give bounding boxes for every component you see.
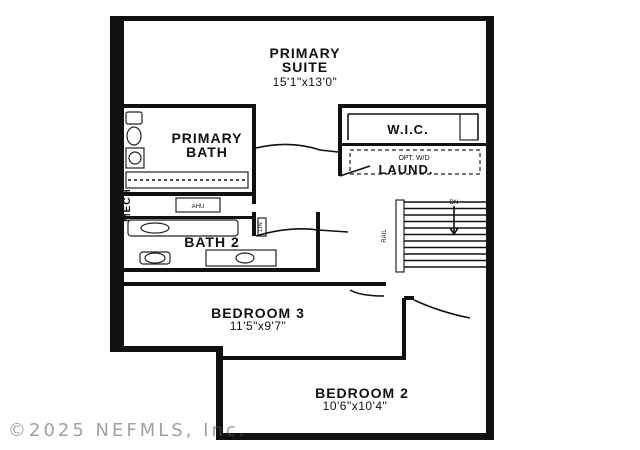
wic-label: W.I.C. <box>387 122 428 137</box>
interior-walls <box>120 104 486 360</box>
bedroom3-dims: 11'5"x9'7" <box>230 319 287 333</box>
primary-bath-fixtures <box>125 111 249 189</box>
primary-bath-label-1: PRIMARY <box>171 130 242 146</box>
bedroom2-label: BEDROOM 2 <box>315 385 409 401</box>
exterior-walls <box>110 16 494 440</box>
primary-bath-label-2: BATH <box>186 144 228 160</box>
lin-label: LIN <box>258 222 264 231</box>
bath2-label: BATH 2 <box>184 234 240 250</box>
ahu-label: AHU <box>192 204 205 210</box>
mech-fixtures <box>175 197 221 213</box>
primary-suite-dims: 15'1"x13'0" <box>273 75 338 89</box>
stairs <box>395 199 486 273</box>
laund-note: OPT. W/D <box>398 155 429 162</box>
bath2-fixtures <box>127 217 277 267</box>
doors <box>255 143 471 319</box>
laund-label: LAUND. <box>378 162 433 177</box>
bedroom2-dims: 10'6"x10'4" <box>323 399 388 413</box>
wic-shelves <box>347 113 479 141</box>
stairs-rail-label: RAIL <box>382 229 388 243</box>
bedroom3-label: BEDROOM 3 <box>211 305 305 321</box>
primary-suite-label-2: SUITE <box>282 59 328 75</box>
laundry-fixtures <box>349 149 481 175</box>
mech-label: MECH <box>122 188 133 221</box>
watermark: ©2025 NEFMLS, Inc. <box>8 420 247 441</box>
primary-suite-label-1: PRIMARY <box>269 45 340 61</box>
stairs-direction-label: DN <box>450 200 459 206</box>
